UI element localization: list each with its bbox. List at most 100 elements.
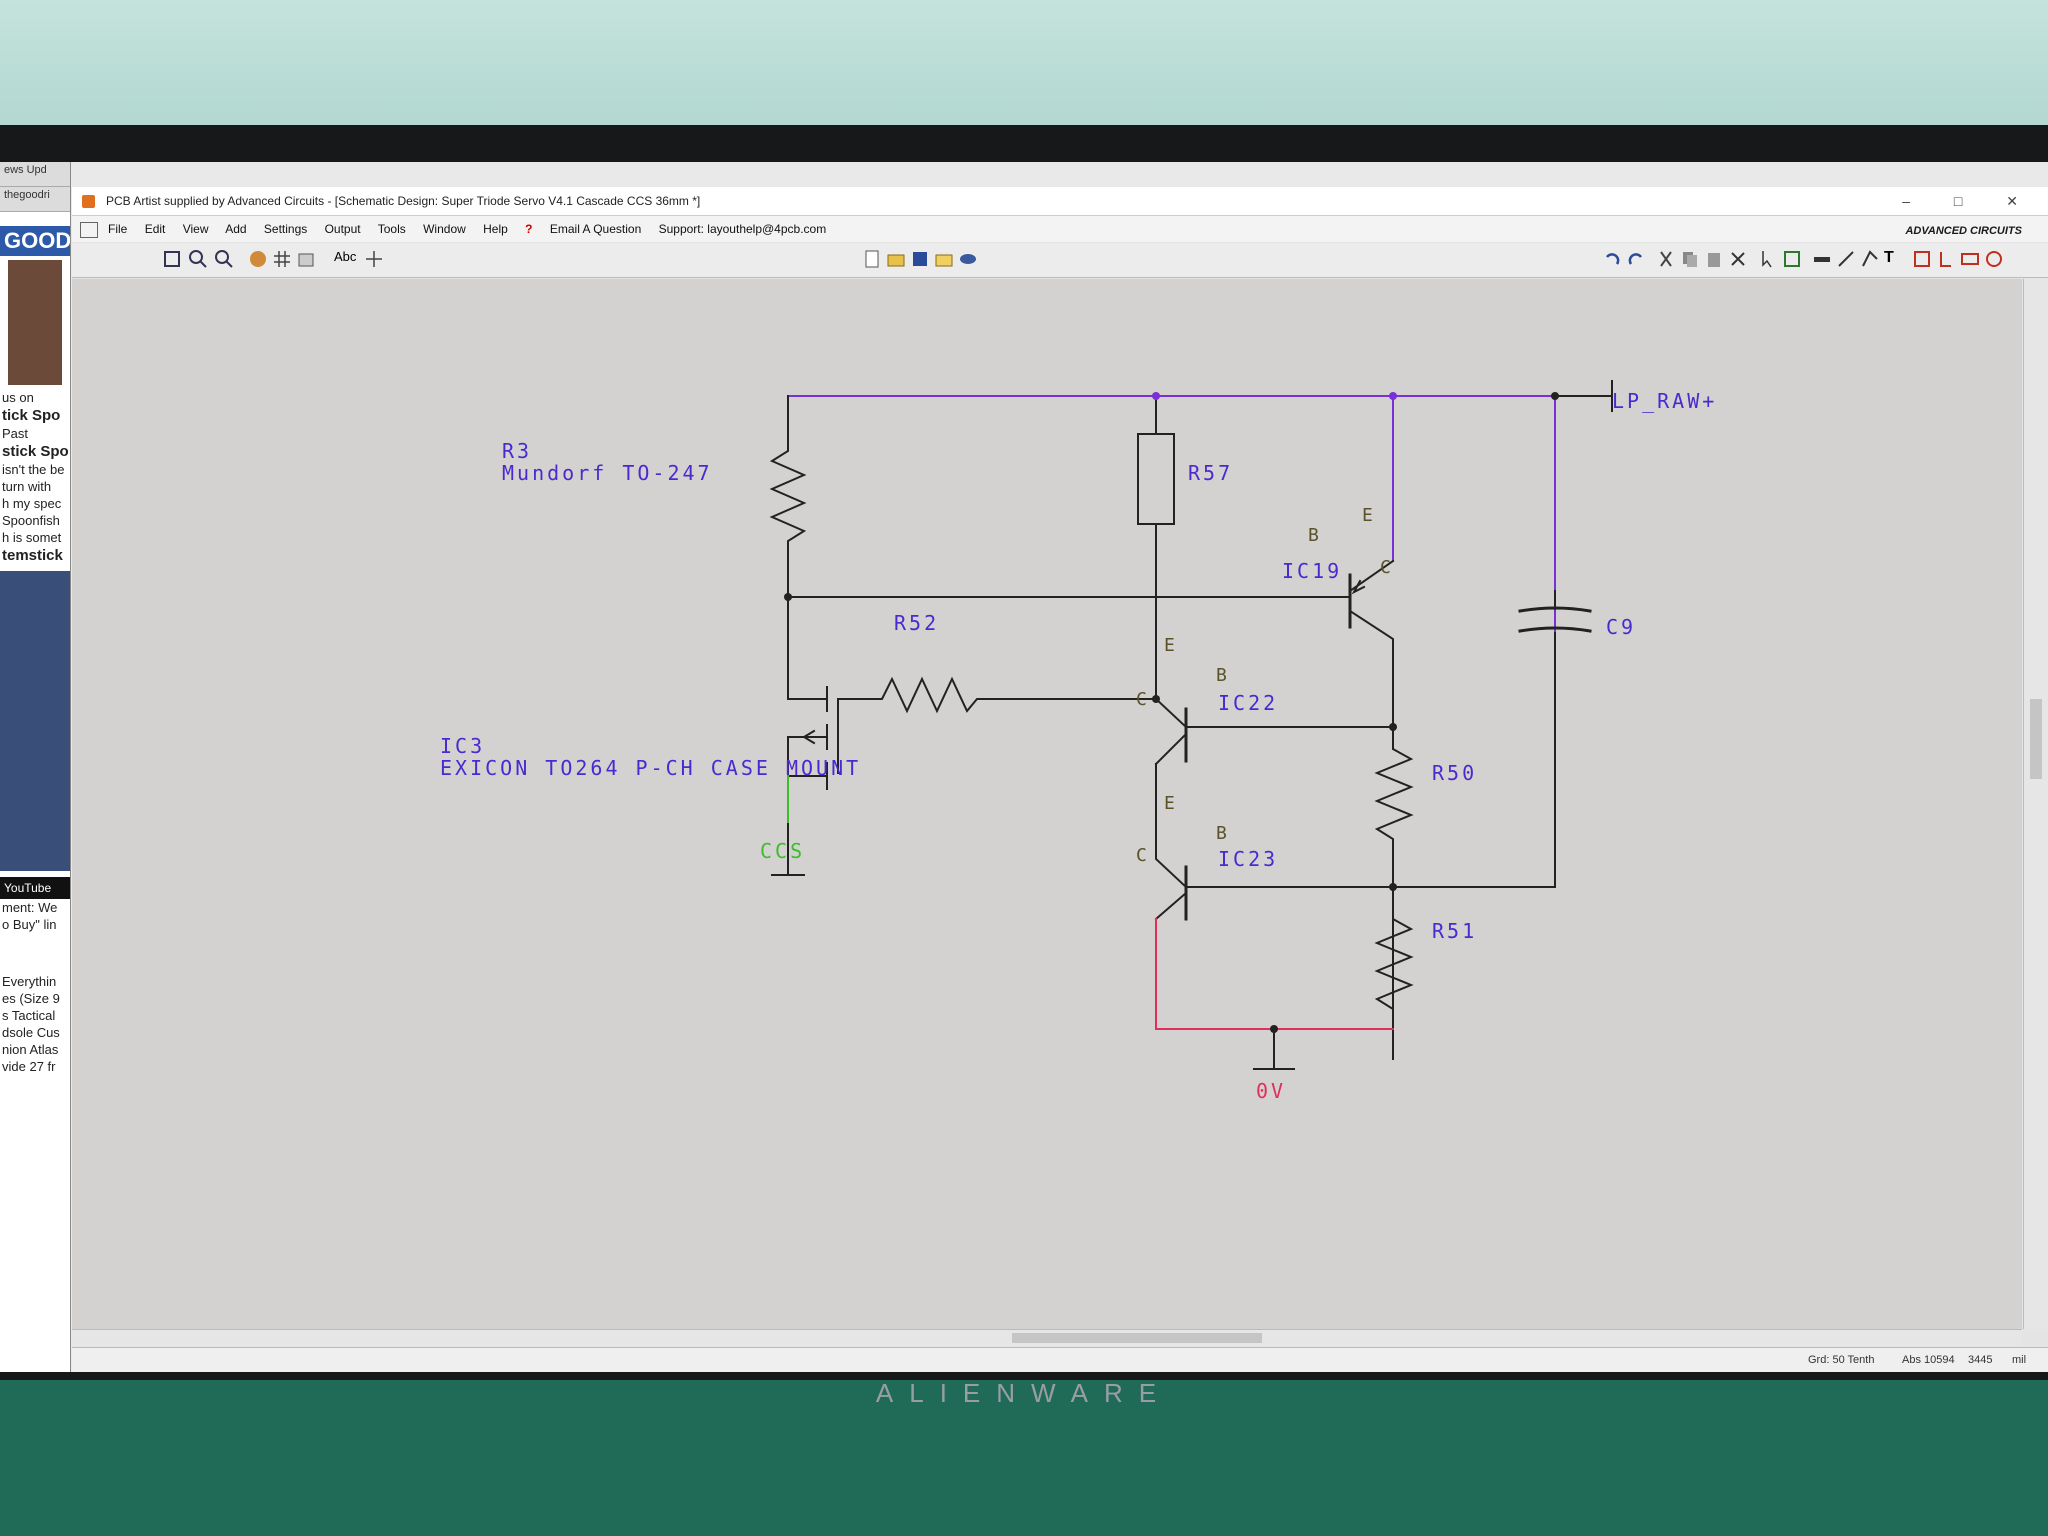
window-title: PCB Artist supplied by Advanced Circuits… bbox=[106, 194, 701, 208]
minimize-button[interactable]: – bbox=[1902, 193, 1931, 209]
add-bus-icon[interactable] bbox=[1860, 249, 1880, 269]
document-icon[interactable] bbox=[80, 222, 98, 238]
net-label-ccs[interactable]: CCS bbox=[760, 839, 806, 863]
pin-label-ic22-b: B bbox=[1216, 665, 1227, 686]
browser-text: turn with bbox=[2, 479, 52, 494]
browser-text: o Buy" lin bbox=[2, 917, 57, 932]
zoom-in-icon[interactable] bbox=[188, 249, 208, 269]
add-frame-icon[interactable] bbox=[1960, 249, 1980, 269]
label-r57[interactable]: R57 bbox=[1188, 461, 1234, 485]
delete-icon[interactable] bbox=[1728, 249, 1748, 269]
label-r52[interactable]: R52 bbox=[894, 611, 940, 635]
pin-label-ic19-b: B bbox=[1308, 525, 1319, 546]
question-icon[interactable]: ? bbox=[525, 222, 533, 236]
browser-text: vide 27 fr bbox=[2, 1059, 56, 1074]
maximize-button[interactable]: □ bbox=[1953, 193, 1983, 209]
label-r51[interactable]: R51 bbox=[1432, 919, 1478, 943]
label-ic22[interactable]: IC22 bbox=[1218, 691, 1279, 715]
support-link[interactable]: Support: layouthelp@4pcb.com bbox=[658, 222, 827, 236]
browser-text: us on bbox=[2, 390, 34, 405]
horizontal-scroll-thumb[interactable] bbox=[1012, 1333, 1262, 1343]
close-button[interactable]: ✕ bbox=[2006, 193, 2038, 209]
browser-text[interactable]: Past bbox=[2, 426, 29, 441]
browser-text: Everythin bbox=[2, 974, 57, 989]
spell-check-icon[interactable]: Abc bbox=[334, 249, 357, 264]
browser-text: h my spec bbox=[2, 496, 62, 511]
library-icon[interactable] bbox=[958, 249, 978, 269]
pin-label-ic22-c: C bbox=[1136, 689, 1147, 710]
menu-view[interactable]: View bbox=[182, 222, 209, 236]
redo-icon[interactable] bbox=[1626, 249, 1646, 269]
browser-text: dsole Cus bbox=[2, 1025, 60, 1040]
browser-tab[interactable]: ews Upd bbox=[0, 162, 70, 187]
menu-edit[interactable]: Edit bbox=[144, 222, 166, 236]
copy-icon[interactable] bbox=[1680, 249, 1700, 269]
add-pin-icon[interactable] bbox=[1936, 249, 1956, 269]
label-r3-ref[interactable]: R3 bbox=[502, 439, 533, 463]
title-bar[interactable]: PCB Artist supplied by Advanced Circuits… bbox=[72, 187, 2048, 216]
monitor-brand: ALIENWARE bbox=[875, 1378, 1173, 1408]
menu-settings[interactable]: Settings bbox=[263, 222, 308, 236]
status-units: mil bbox=[2012, 1354, 2027, 1366]
menu-help[interactable]: Help bbox=[483, 222, 508, 236]
paste-icon[interactable] bbox=[1704, 249, 1724, 269]
stop-icon[interactable] bbox=[1984, 249, 2004, 269]
monitor-screen: ews Upd thegoodri GOOD us on tick Spo Pa… bbox=[0, 162, 2048, 1372]
browser-text: isn't the be bbox=[2, 462, 65, 477]
browser-text: nion Atlas bbox=[2, 1042, 59, 1057]
net-label-ground[interactable]: 0V bbox=[1256, 1079, 1287, 1103]
grid-icon[interactable] bbox=[272, 249, 292, 269]
open-folder-icon[interactable] bbox=[886, 249, 906, 269]
select-area-icon[interactable] bbox=[1782, 249, 1802, 269]
new-file-icon[interactable] bbox=[862, 249, 882, 269]
cut-icon[interactable] bbox=[1656, 249, 1676, 269]
label-ic3-value[interactable]: EXICON TO264 P-CH CASE MOUNT bbox=[440, 756, 862, 780]
zoom-out-icon[interactable] bbox=[214, 249, 234, 269]
pin-label-ic19-e: E bbox=[1362, 505, 1373, 526]
pin-label-ic23-c: C bbox=[1136, 845, 1147, 866]
label-ic23[interactable]: IC23 bbox=[1218, 847, 1279, 871]
label-ic3-ref[interactable]: IC3 bbox=[440, 734, 486, 758]
site-logo[interactable]: GOOD bbox=[0, 226, 70, 256]
add-component-icon[interactable] bbox=[1812, 249, 1832, 269]
pin-label-ic19-c: C bbox=[1380, 557, 1391, 578]
browser-text: es (Size 9 bbox=[2, 991, 60, 1006]
select-pointer-icon[interactable] bbox=[1758, 249, 1778, 269]
menu-output[interactable]: Output bbox=[324, 222, 361, 236]
menu-tools[interactable]: Tools bbox=[377, 222, 406, 236]
layers-icon[interactable] bbox=[296, 249, 316, 269]
browser-text: h is somet bbox=[2, 530, 62, 545]
add-text-icon[interactable]: T bbox=[1884, 249, 1894, 266]
label-r3-value[interactable]: Mundorf TO-247 bbox=[502, 461, 713, 485]
vertical-scrollbar[interactable] bbox=[2023, 279, 2048, 1329]
label-c9[interactable]: C9 bbox=[1606, 615, 1637, 639]
status-abs: Abs 10594 bbox=[1902, 1354, 1955, 1366]
add-shape-icon[interactable] bbox=[1912, 249, 1932, 269]
label-r50[interactable]: R50 bbox=[1432, 761, 1478, 785]
palette-icon[interactable] bbox=[248, 249, 268, 269]
toolbar: Abc T bbox=[72, 243, 2048, 278]
zoom-fit-icon[interactable] bbox=[162, 249, 182, 269]
status-grid: Grd: 50 Tenth bbox=[1808, 1354, 1875, 1366]
youtube-badge[interactable]: YouTube bbox=[0, 877, 70, 899]
save-icon[interactable] bbox=[910, 249, 930, 269]
net-label-supply[interactable]: LP_RAW+ bbox=[1612, 389, 1718, 413]
label-ic19[interactable]: IC19 bbox=[1282, 559, 1343, 583]
menu-window[interactable]: Window bbox=[423, 222, 466, 236]
email-question-link[interactable]: Email A Question bbox=[549, 222, 642, 236]
pin-label-ic23-e: E bbox=[1164, 793, 1175, 814]
vertical-scroll-thumb[interactable] bbox=[2030, 699, 2042, 779]
add-connection-icon[interactable] bbox=[1836, 249, 1856, 269]
undo-icon[interactable] bbox=[1602, 249, 1622, 269]
product-image[interactable] bbox=[8, 260, 62, 385]
schematic-canvas[interactable]: LP_RAW+ R3 Mundorf TO-247 R57 E B C IC19… bbox=[72, 279, 2022, 1329]
menu-file[interactable]: File bbox=[108, 222, 128, 236]
menu-add[interactable]: Add bbox=[225, 222, 247, 236]
folder-icon[interactable] bbox=[934, 249, 954, 269]
crosshair-icon[interactable] bbox=[364, 249, 384, 269]
horizontal-scrollbar[interactable] bbox=[72, 1329, 2022, 1346]
browser-tab[interactable]: thegoodri bbox=[0, 187, 70, 212]
browser-heading: tick Spo bbox=[2, 407, 61, 424]
video-thumbnail[interactable] bbox=[0, 571, 70, 871]
browser-text: Spoonfish bbox=[2, 513, 60, 528]
